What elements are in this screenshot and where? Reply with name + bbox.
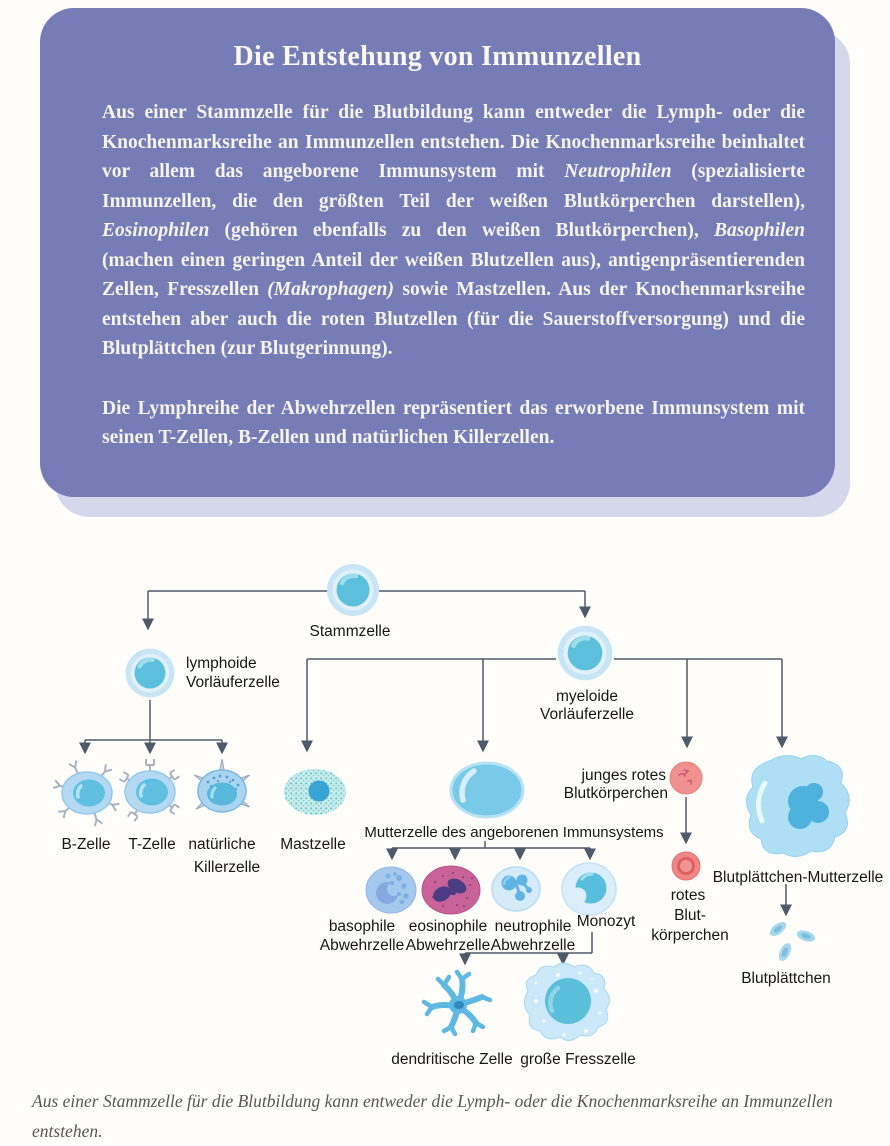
label-junges-rotes-line1: junges rotes	[581, 767, 667, 784]
label-mutterzelle: Mutterzelle des angeborenen Immunsystems	[364, 824, 663, 841]
label-neutrophile-line1: neutrophile	[495, 918, 572, 935]
label-basophile-line1: basophile	[329, 918, 395, 935]
label-rotes-line2: Blut-	[674, 907, 706, 924]
label-neutrophile-line2: Abwehrzelle	[491, 937, 575, 954]
stammzelle-cell	[327, 564, 379, 616]
label-rotes-line3: körperchen	[651, 927, 729, 944]
info-box: Die Entstehung von Immunzellen Aus einer…	[40, 8, 835, 497]
mutterzelle-cell	[449, 761, 525, 819]
neutrophile-cell	[491, 866, 541, 912]
label-rotes-line1: rotes	[671, 887, 706, 904]
label-blutplaettchen: Blutplättchen	[741, 970, 831, 987]
label-stammzelle: Stammzelle	[310, 623, 391, 640]
rotes-blutkoerperchen-cell	[671, 851, 701, 881]
label-dendritische-zelle: dendritische Zelle	[391, 1051, 512, 1068]
mastzelle-cell	[284, 769, 346, 815]
lymphoide-vorlaeuferzelle-cell	[126, 649, 175, 698]
basophile-cell	[365, 866, 417, 914]
label-lymphoide-line2: Vorläuferzelle	[186, 674, 280, 691]
figure-caption: Aus einer Stammzelle für die Blutbildung…	[32, 1091, 833, 1141]
label-lymphoide-line1: lymphoide	[186, 655, 257, 672]
label-b-zelle: B-Zelle	[61, 836, 110, 853]
label-monozyt: Monozyt	[577, 913, 636, 930]
label-blutplaettchen-mutterzelle: Blutplättchen-Mutterzelle	[713, 869, 884, 886]
label-myeloide-line1: myeloide	[556, 688, 618, 705]
lymph-paragraph: Die Lymphreihe der Abwehrzellen repräsen…	[102, 397, 805, 449]
grosse-fresszelle-cell	[524, 962, 610, 1041]
page-title: Die Entstehung von Immunzellen	[233, 41, 642, 72]
cell-lineage-diagram: Stammzelle lymphoide Vorläuferzelle myel…	[52, 555, 884, 1068]
label-mastzelle: Mastzelle	[280, 836, 345, 853]
label-junges-rotes-line2: Blutkörperchen	[564, 785, 668, 802]
label-t-zelle: T-Zelle	[128, 836, 175, 853]
blutplaettchen-mutterzelle-cell	[746, 755, 850, 857]
blutplaettchen-cells	[769, 921, 816, 961]
label-eosinophile-line1: eosinophile	[409, 918, 487, 935]
t-zelle-cell	[118, 759, 180, 822]
myeloide-vorlaeuferzelle-cell	[558, 626, 613, 681]
monozyt-cell	[561, 862, 617, 916]
dendritische-zelle-cell	[421, 969, 493, 1037]
label-nk-line2: Killerzelle	[194, 859, 260, 876]
connector-lines	[79, 590, 792, 966]
label-eosinophile-line2: Abwehrzelle	[406, 937, 490, 954]
label-myeloide-line2: Vorläuferzelle	[540, 706, 634, 723]
label-nk-line1: natürliche	[188, 836, 255, 853]
b-zelle-cell	[52, 760, 120, 827]
eosinophile-cell	[421, 865, 481, 915]
intro-paragraph: Aus einer Stammzelle für die Blutbildung…	[102, 102, 806, 359]
label-grosse-fresszelle: große Fresszelle	[520, 1051, 635, 1068]
label-basophile-line2: Abwehrzelle	[320, 937, 404, 954]
natuerliche-killerzelle-cell	[193, 758, 251, 813]
junges-rotes-blutkoerperchen-cell	[669, 761, 703, 795]
